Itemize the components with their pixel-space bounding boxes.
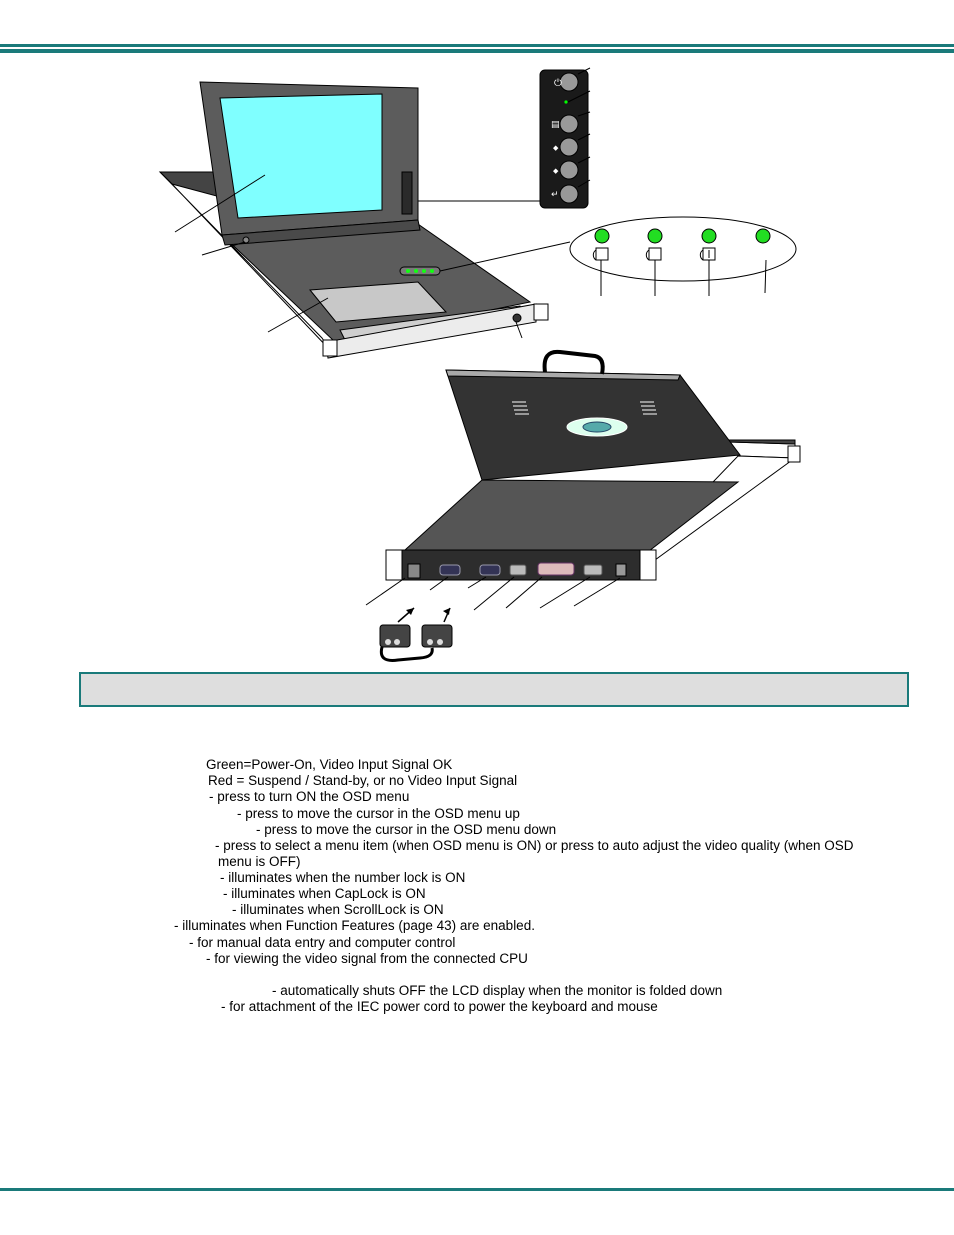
legend-line-6: - press to select a menu item (when OSD … — [215, 838, 854, 853]
legend-line-5: - press to move the cursor in the OSD me… — [256, 822, 557, 837]
lcd-screen — [219, 93, 383, 219]
led-indicator-callout — [439, 216, 797, 296]
header-rule — [0, 44, 954, 54]
figure-caption-box — [79, 672, 909, 707]
legend-line-4: - press to move the cursor in the OSD me… — [237, 806, 520, 821]
legend-line-12: - for manual data entry and computer con… — [189, 935, 456, 950]
footer-rule — [0, 1188, 954, 1191]
legend-line-9: - illuminates when CapLock is ON — [223, 886, 426, 901]
scroll-lock-icon — [699, 247, 716, 261]
front-view — [158, 81, 549, 359]
num-lock-icon — [592, 247, 609, 261]
legend-line-11: - illuminates when Function Features (pa… — [174, 918, 535, 933]
legend-line-13: - for viewing the video signal from the … — [206, 951, 528, 966]
legend-line-15: - for attachment of the IEC power cord t… — [221, 999, 658, 1014]
osd-button-panel: ⏻ ▤ ◆ ◆ ↵ — [539, 67, 591, 209]
menu-icon: ▤ — [551, 120, 560, 130]
caps-lock-icon — [645, 247, 662, 261]
legend-line-8: - illuminates when the number lock is ON — [220, 870, 466, 885]
enter-icon: ↵ — [551, 190, 559, 200]
up-icon: ◆ — [553, 144, 559, 152]
power-icon: ⏻ — [554, 78, 562, 89]
legend-line-10: - illuminates when ScrollLock is ON — [232, 902, 444, 917]
legend-line-14: - automatically shuts OFF the LCD displa… — [272, 983, 723, 998]
touchpad — [309, 281, 448, 323]
legend-line-1: Green=Power-On, Video Input Signal OK — [206, 757, 453, 772]
legend-line-7: menu is OFF) — [218, 854, 301, 869]
rear-view — [365, 349, 801, 662]
legend-line-2: Red = Suspend / Stand-by, or no Video In… — [208, 773, 518, 788]
kvm-drawer-figure: ⏻ ▤ ◆ ◆ ↵ — [158, 67, 801, 662]
legend-line-3: - press to turn ON the OSD menu — [209, 789, 410, 804]
down-icon: ◆ — [553, 167, 559, 175]
